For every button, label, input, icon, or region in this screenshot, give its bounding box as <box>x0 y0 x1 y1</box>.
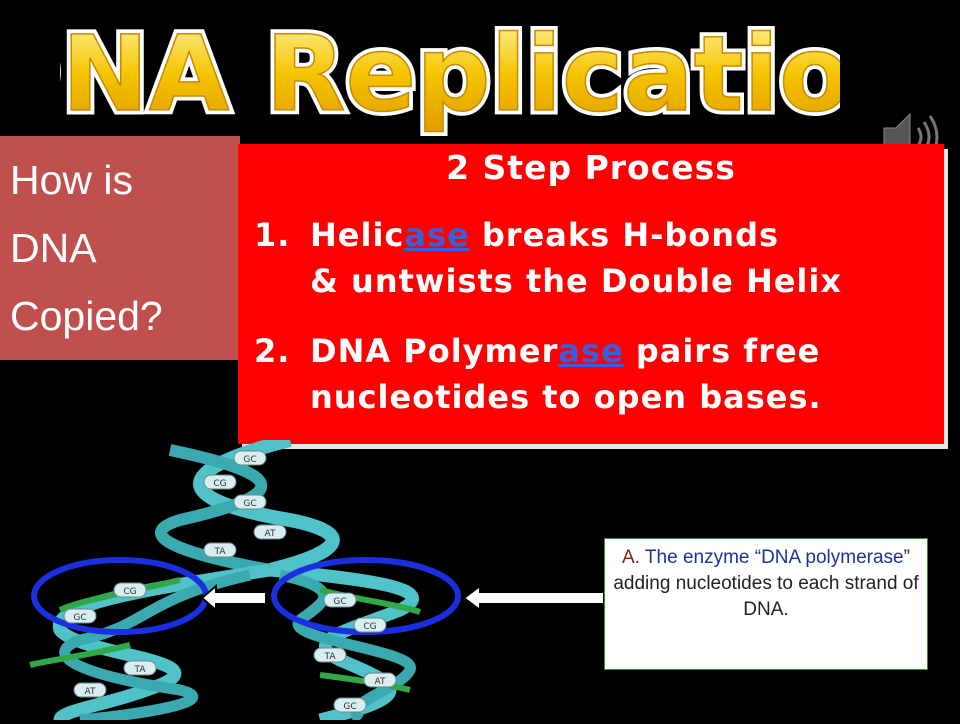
slide-title-graphic: DNA Replication DNA Replication <box>0 9 929 140</box>
process-heading: 2 Step Process <box>446 148 736 187</box>
question-text: How is DNA Copied? <box>10 146 234 350</box>
base-pair-box <box>73 682 107 698</box>
base-pair-box <box>123 660 157 676</box>
step-2-text-post: pairs free <box>623 332 821 370</box>
question-line-3: Copied? <box>10 293 163 339</box>
step-1-text-post: breaks H-bonds <box>469 216 780 254</box>
right-strand-b <box>278 569 416 724</box>
base-pair-labels: GC CG GC AT TA CG GC TA AT GC CG TA AT GC <box>63 450 397 713</box>
step-1: 1. Helicase breaks H-bonds & untwists the… <box>254 212 944 304</box>
base-pair-label: TA <box>214 547 227 557</box>
base-pair-label: GC <box>243 499 256 509</box>
base-pair-label: TA <box>134 665 147 675</box>
base-pair-label: TA <box>324 652 337 662</box>
question-line-2: DNA <box>10 225 97 271</box>
base-pair-box <box>203 542 237 558</box>
dna-illustration: GC CG GC AT TA CG GC TA AT GC CG TA AT GC <box>20 433 620 724</box>
caption-part-1: The enzyme “DNA polymerase <box>639 547 904 568</box>
arrow-right <box>462 584 605 612</box>
new-strand-left-2 <box>29 642 131 668</box>
base-pair-label: AT <box>85 687 96 697</box>
slide-title: DNA Replication DNA Replication <box>0 9 929 140</box>
step-2-line-2: nucleotides to open bases. <box>310 378 822 416</box>
step-2: 2. DNA Polymerase pairs free nucleotides … <box>254 328 944 420</box>
slide-title-outline: DNA Replication <box>60 18 840 135</box>
step-1-number: 1. <box>254 216 291 254</box>
caption-label: A. <box>622 547 640 568</box>
process-box <box>238 144 944 444</box>
left-strand-b <box>59 569 252 724</box>
base-pair-box <box>353 617 387 633</box>
step-1-text-pre: Helic <box>310 216 405 254</box>
caption-part-2: ” adding nucleotides to each strand of D… <box>613 547 919 620</box>
step-2-link[interactable]: ase <box>558 332 624 370</box>
step-1-link[interactable]: ase <box>404 216 470 254</box>
question-line-1: How is <box>10 157 134 203</box>
base-pair-box <box>363 672 397 688</box>
dna-helix-graphic: GC CG GC AT TA CG GC TA AT GC CG TA AT GC <box>29 433 605 724</box>
base-pair-label: GC <box>73 613 86 623</box>
base-pair-box <box>313 647 347 663</box>
base-pair-box <box>333 697 367 713</box>
base-pair-box <box>203 474 237 490</box>
base-pair-label: AT <box>375 677 386 687</box>
parent-strand-b <box>155 444 272 576</box>
caption-box: A. The enzyme “DNA polymerase” adding nu… <box>604 538 928 670</box>
step-2-text-pre: DNA Polymer <box>310 332 559 370</box>
base-pair-box <box>323 592 357 608</box>
base-pair-label: CG <box>363 622 376 632</box>
step-2-number: 2. <box>254 332 291 370</box>
base-pair-box <box>253 524 287 540</box>
base-pair-box <box>113 582 147 598</box>
base-pair-box <box>233 450 267 466</box>
base-pair-label: CG <box>213 479 226 489</box>
base-pair-label: GC <box>243 455 256 465</box>
base-pair-label: GC <box>333 597 346 607</box>
question-box <box>0 136 240 360</box>
arrow-left <box>200 583 267 613</box>
step-1-line-2: & untwists the Double Helix <box>310 262 842 300</box>
base-pair-label: CG <box>123 587 136 597</box>
base-pair-label: AT <box>265 529 276 539</box>
base-pair-box <box>233 494 267 510</box>
base-pair-label: GC <box>343 702 356 712</box>
slide-title-text: DNA Replication <box>60 18 840 135</box>
base-pair-box <box>63 608 97 624</box>
new-strand-left <box>58 577 181 613</box>
